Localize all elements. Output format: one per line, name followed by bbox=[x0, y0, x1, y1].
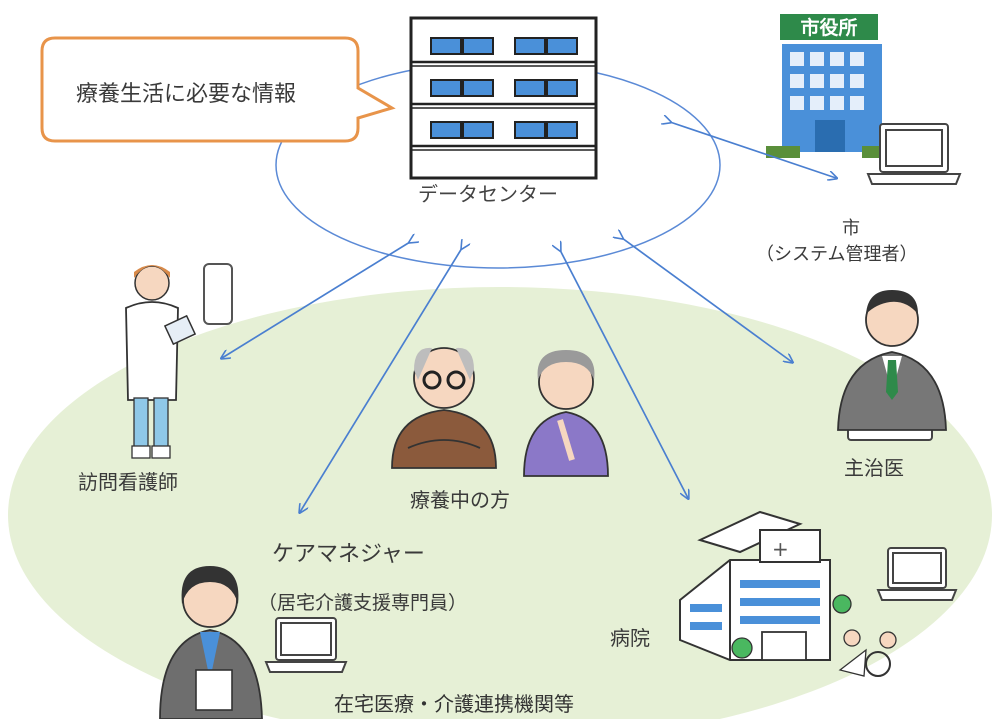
city-sublabel: （システム管理者） bbox=[756, 244, 918, 265]
laptop-icon-hospital bbox=[876, 547, 958, 601]
nurse-figure bbox=[125, 265, 197, 459]
doctor-figure bbox=[837, 290, 947, 431]
care-manager-figure bbox=[159, 566, 263, 719]
arrow-doctor bbox=[622, 238, 792, 362]
laptop-icon-city bbox=[866, 123, 962, 185]
smartphone-icon bbox=[203, 263, 233, 325]
hospital-label: 病院 bbox=[610, 626, 650, 650]
network-label: 在宅医療・介護連携機関等 bbox=[334, 692, 574, 716]
arrow-city bbox=[670, 122, 836, 178]
laptop-icon-care-manager bbox=[264, 617, 348, 673]
arrow-hospital bbox=[560, 250, 688, 498]
city-label: 市 bbox=[842, 218, 860, 239]
data-center-label: データセンター bbox=[418, 182, 558, 206]
patients-label: 療養中の方 bbox=[410, 488, 510, 512]
city-hall-sign: 市役所 bbox=[800, 16, 857, 39]
hospital-icon: + bbox=[679, 510, 897, 677]
connection-arrows bbox=[222, 122, 836, 512]
speech-bubble bbox=[40, 36, 396, 143]
care-manager-sublabel: （居宅介護支援専門員） bbox=[258, 592, 468, 614]
info-bubble-text: 療養生活に必要な情報 bbox=[76, 82, 297, 107]
svg-text:+: + bbox=[772, 537, 789, 561]
doctor-label: 主治医 bbox=[844, 456, 904, 480]
arrow-care-manager bbox=[300, 248, 462, 512]
care-manager-label: ケアマネジャー bbox=[272, 542, 425, 567]
data-center-building-icon bbox=[409, 16, 598, 180]
nurse-label: 訪問看護師 bbox=[78, 470, 178, 494]
